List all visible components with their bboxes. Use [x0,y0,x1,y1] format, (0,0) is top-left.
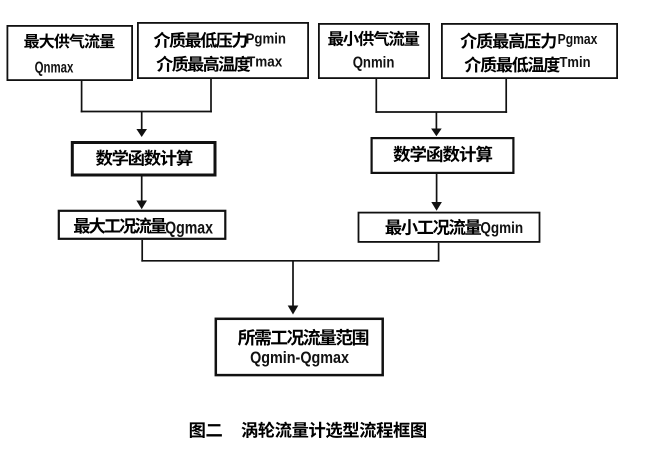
svg-text:Tmin: Tmin [560,55,591,71]
svg-text:Qgmin: Qgmin [480,220,523,237]
svg-text:Qgmin-Qgmax: Qgmin-Qgmax [250,348,349,367]
svg-text:Pgmax: Pgmax [558,32,598,48]
svg-text:Pgmin: Pgmin [246,31,286,47]
svg-text:Qnmin: Qnmin [353,54,395,71]
svg-text:Qnmax: Qnmax [35,59,74,76]
svg-text:Tmax: Tmax [247,55,282,71]
svg-text:Qgmax: Qgmax [165,217,213,237]
